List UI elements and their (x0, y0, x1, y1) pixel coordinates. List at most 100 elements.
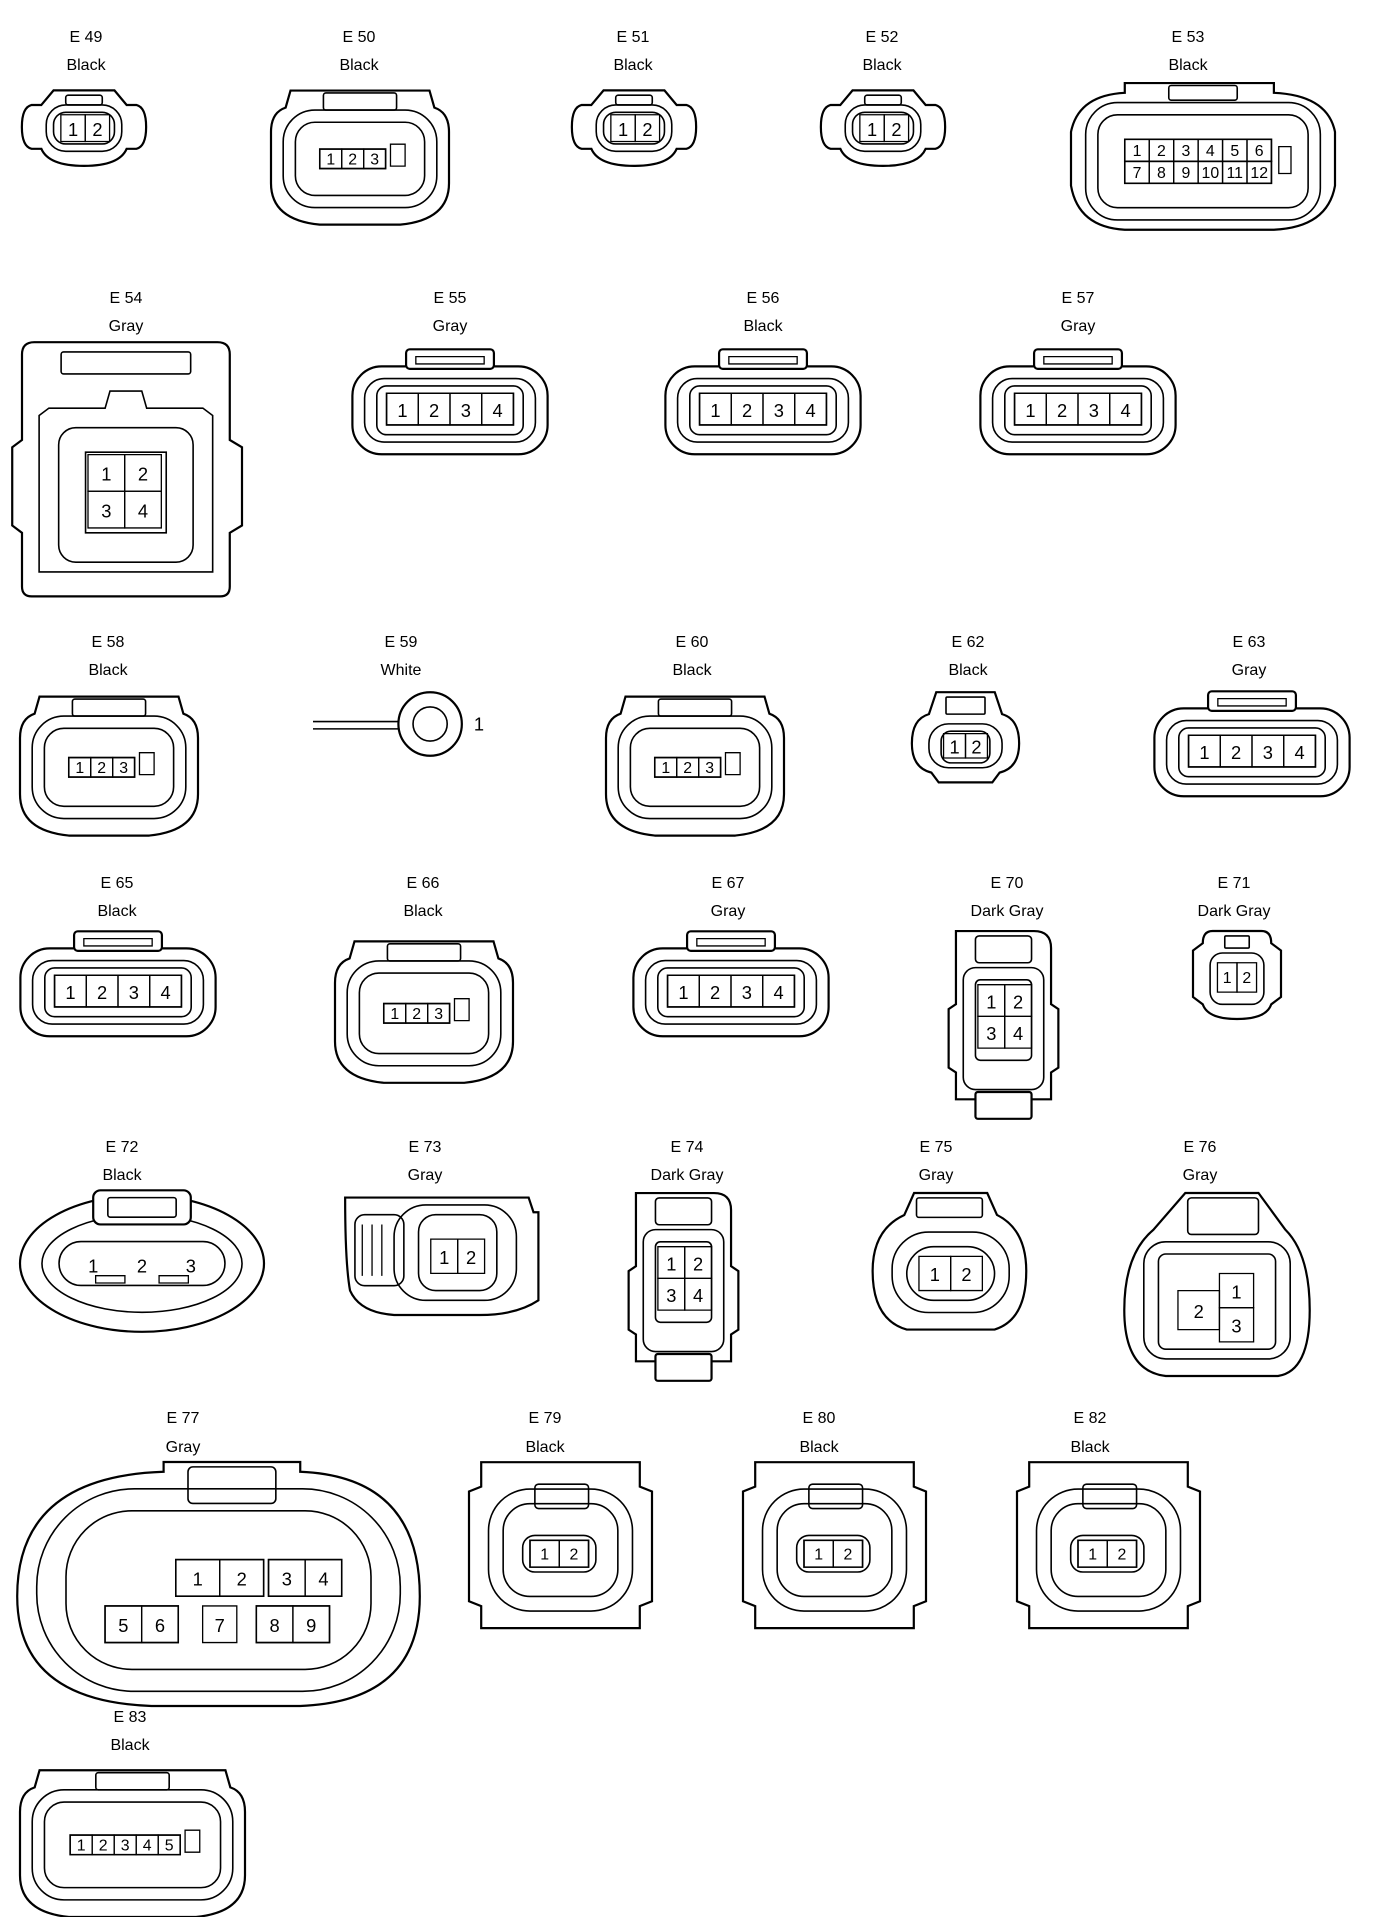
pin-number: 1 (88, 1255, 98, 1276)
connector-id-label: E 50 (342, 29, 376, 46)
pin-number: 6 (1255, 143, 1264, 160)
connector-id-label: E 51 (616, 29, 650, 46)
pin-number: 4 (160, 982, 170, 1003)
pin-number: 2 (1013, 991, 1023, 1012)
connector-color-label: Dark Gray (1197, 903, 1271, 920)
pin-number: 2 (97, 982, 107, 1003)
pin-number: 3 (121, 1838, 130, 1855)
pin-cell (884, 115, 908, 142)
pin-number: 1 (68, 119, 78, 140)
pin-number: 2 (99, 1838, 108, 1855)
connector-id-label: E 57 (1061, 290, 1095, 307)
pin-cell (1237, 963, 1257, 992)
connector-color-label: Black (948, 662, 988, 679)
connector-id-label: E 82 (1073, 1410, 1107, 1427)
pin-number: 2 (1057, 400, 1067, 421)
pin-number: 2 (92, 119, 102, 140)
connector-color-label: Black (1168, 57, 1208, 74)
pin-number: 1 (1231, 1281, 1241, 1302)
connector-color-label: Gray (108, 318, 144, 335)
connector-color-label: Black (672, 662, 712, 679)
pin-number: 3 (666, 1285, 676, 1306)
pin-number: 3 (119, 760, 128, 777)
connector-color-label: Black (862, 57, 902, 74)
pin-cell (220, 1560, 264, 1597)
pin-cell (458, 1239, 485, 1273)
connector-id-label: E 66 (406, 875, 440, 892)
pin-number: 1 (986, 991, 996, 1012)
pin-number: 2 (1231, 742, 1241, 763)
pin-cell (293, 1606, 330, 1643)
pin-number: 3 (434, 1006, 443, 1023)
pin-number: 2 (891, 119, 901, 140)
pin-number: 2 (642, 119, 652, 140)
pin-cell (635, 115, 659, 142)
pin-number: 2 (844, 1546, 853, 1563)
connector-color-label: Black (88, 662, 128, 679)
pin-number: 1 (949, 737, 959, 758)
connector-id-label: E 75 (919, 1139, 953, 1156)
pin-number: 1 (930, 1264, 940, 1285)
pin-number: 1 (474, 714, 484, 735)
connector-id-label: E 76 (1183, 1139, 1217, 1156)
pin-number: 2 (429, 400, 439, 421)
pin-number: 9 (1181, 165, 1190, 182)
pin-number: 10 (1201, 165, 1219, 182)
pin-number: 1 (678, 982, 688, 1003)
pin-cell (763, 975, 795, 1007)
pin-number: 2 (412, 1006, 421, 1023)
connector-face-drawing: 1 (313, 675, 484, 773)
pin-number: 2 (570, 1546, 579, 1563)
connector-id-label: E 72 (105, 1139, 139, 1156)
pin-number: 3 (742, 982, 752, 1003)
connector-id-label: E 65 (100, 875, 134, 892)
pin-number: 1 (661, 760, 670, 777)
pin-number: 4 (1120, 400, 1130, 421)
pin-number: 2 (742, 400, 752, 421)
pin-number: 4 (138, 500, 148, 521)
connector-color-label: Black (403, 903, 443, 920)
pin-number: 3 (461, 400, 471, 421)
pin-number: 2 (1157, 143, 1166, 160)
pin-number: 3 (101, 500, 111, 521)
pin-number: 9 (306, 1615, 316, 1636)
connector-id-label: E 49 (69, 29, 103, 46)
connector-color-label: Gray (1231, 662, 1267, 679)
pin-cell (559, 1540, 588, 1567)
pin-cell (203, 1606, 237, 1643)
connector-color-label: Dark Gray (650, 1167, 724, 1184)
connector-color-label: Gray (432, 318, 468, 335)
pin-cell (158, 1835, 180, 1855)
pin-number: 8 (1157, 165, 1166, 182)
pin-number: 1 (101, 464, 111, 485)
pin-number: 1 (75, 760, 84, 777)
pin-number: 5 (1230, 143, 1239, 160)
connector-color-label: Black (102, 1167, 142, 1184)
connector-id-label: E 62 (951, 634, 985, 651)
pin-number: 1 (193, 1569, 203, 1590)
connector-color-label: Black (97, 903, 137, 920)
pin-number: 8 (270, 1615, 280, 1636)
connector-color-label: Black (743, 318, 783, 335)
pin-cell (951, 1256, 983, 1290)
connector-color-label: White (380, 662, 422, 679)
pin-cell (833, 1540, 862, 1567)
pin-number: 3 (282, 1569, 292, 1590)
pin-number: 4 (773, 982, 783, 1003)
connector-id-label: E 70 (990, 875, 1024, 892)
pin-number: 6 (155, 1615, 165, 1636)
pin-number: 1 (1088, 1546, 1097, 1563)
connector-id-label: E 67 (711, 875, 745, 892)
pin-number: 3 (986, 1023, 996, 1044)
